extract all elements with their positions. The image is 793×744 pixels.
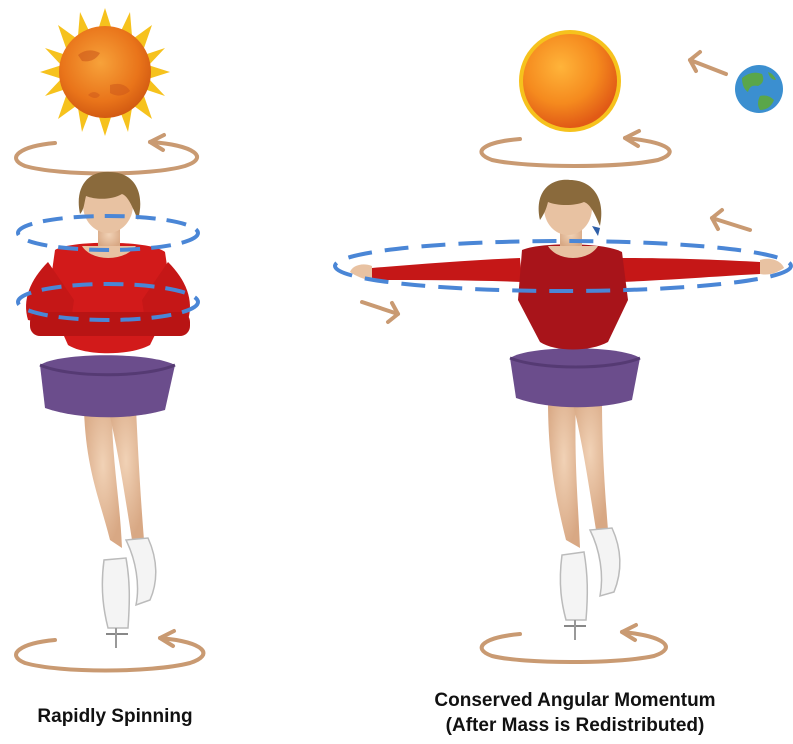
left-ground-rotation-arrow-icon — [16, 631, 203, 671]
caption-right-line-1: Conserved Angular Momentum — [395, 688, 755, 713]
caption-right-line-2: (After Mass is Redistributed) — [395, 713, 755, 738]
left-skater — [26, 172, 190, 648]
left-sun-icon — [40, 8, 170, 136]
left-sun-rotation-arrow-icon — [16, 135, 197, 174]
earth-icon — [735, 65, 783, 113]
caption-conserved-angular-momentum: Conserved Angular Momentum (After Mass i… — [395, 688, 755, 738]
right-sun-icon — [519, 30, 621, 132]
right-sun-rotation-arrow-icon — [481, 131, 669, 166]
right-orbit-arrow-lower-icon — [362, 302, 398, 322]
caption-rapidly-spinning: Rapidly Spinning — [0, 704, 230, 729]
earth-orbit-arrow-icon — [690, 52, 726, 74]
right-orbit-arrow-upper-icon — [712, 210, 750, 230]
right-ground-rotation-arrow-icon — [482, 625, 666, 662]
